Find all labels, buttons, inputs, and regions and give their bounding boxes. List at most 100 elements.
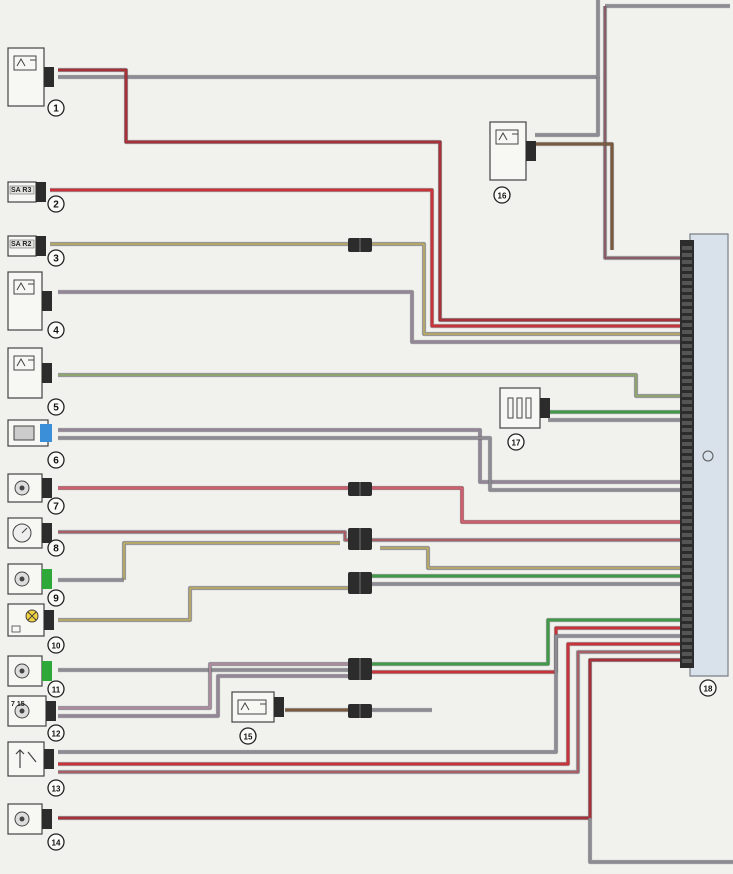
inline-connector-15 xyxy=(348,704,372,718)
relay-icon xyxy=(13,355,35,371)
ecu-pin xyxy=(682,309,692,313)
ecu-pin xyxy=(682,498,692,502)
ecu-pin xyxy=(682,435,692,439)
component-connector xyxy=(36,236,46,256)
component-number: 9 xyxy=(53,594,59,605)
sensor-icon xyxy=(14,663,30,679)
ecu-pin xyxy=(682,470,692,474)
component-6: 6 xyxy=(7,419,65,469)
ecu-pin xyxy=(682,659,692,663)
inline-connector-3 xyxy=(348,238,372,252)
component-connector xyxy=(42,661,52,681)
ecu-pin xyxy=(682,540,692,544)
ecu-pin xyxy=(682,260,692,264)
ecu-pin xyxy=(682,631,692,635)
component-number-callout: 13 xyxy=(47,779,65,797)
component-connector xyxy=(42,478,52,498)
ecu-pin xyxy=(682,337,692,341)
wire-15 xyxy=(58,485,690,525)
component-7: 7 xyxy=(7,473,65,515)
component-8: 8 xyxy=(7,517,65,557)
component-number: 5 xyxy=(53,403,59,414)
sensor-icon xyxy=(14,571,30,587)
ecu-pin xyxy=(682,295,692,299)
component-number-callout: 5 xyxy=(47,398,65,416)
ecu-pin xyxy=(682,323,692,327)
wire-34 xyxy=(587,818,733,865)
component-number: 4 xyxy=(53,326,59,337)
ecu-pin xyxy=(682,554,692,558)
ecu-pin xyxy=(682,491,692,495)
ecu-pin xyxy=(682,505,692,509)
component-label: SA R2 xyxy=(11,241,31,248)
component-13: 13 xyxy=(7,741,65,797)
component-number: 13 xyxy=(52,785,61,794)
sensor-icon xyxy=(14,480,30,496)
component-1: 1 xyxy=(7,47,65,117)
component-label: SA R3 xyxy=(11,187,31,194)
ecu-pin xyxy=(682,386,692,390)
component-number: 1 xyxy=(53,104,59,115)
wire-13 xyxy=(58,427,690,485)
switch-icon xyxy=(9,185,35,195)
component-connector xyxy=(44,67,54,87)
component-number: 16 xyxy=(498,192,507,201)
component-connector xyxy=(36,182,46,202)
switch-icon xyxy=(9,239,35,249)
wire-10 xyxy=(58,372,690,399)
ecu-pin xyxy=(682,638,692,642)
component-15: 15 xyxy=(231,691,284,745)
component-number-callout: 11 xyxy=(47,680,65,698)
component-14: 14 xyxy=(7,803,65,851)
component-number: 12 xyxy=(52,730,61,739)
component-connector xyxy=(42,523,52,543)
wire-17 xyxy=(121,540,340,580)
ecu-pin xyxy=(682,351,692,355)
ecu-pin xyxy=(682,652,692,656)
ground-icon xyxy=(702,450,714,462)
wire-14 xyxy=(58,435,690,493)
ecu-pin xyxy=(682,449,692,453)
component-16: 16 xyxy=(489,121,536,204)
component-11: 11 xyxy=(7,655,65,698)
sensor-icon xyxy=(14,811,30,827)
component-number-callout: 15 xyxy=(239,727,257,745)
wire-9 xyxy=(58,289,690,345)
ecu-pin xyxy=(682,512,692,516)
component-number: 11 xyxy=(52,686,61,695)
ecu-pin xyxy=(682,477,692,481)
ecu-pin xyxy=(682,330,692,334)
component-number-callout: 1 xyxy=(47,99,65,117)
component-connector xyxy=(44,749,54,769)
component-number: 10 xyxy=(52,642,61,651)
component-3: SA R23 xyxy=(7,235,65,267)
component-number: 8 xyxy=(53,544,59,555)
component-number-callout: 6 xyxy=(47,451,65,469)
ecu-pin xyxy=(682,526,692,530)
component-number-callout: 8 xyxy=(47,539,65,557)
ecu-pin xyxy=(682,645,692,649)
ecu-pin xyxy=(682,547,692,551)
wire-27 xyxy=(58,673,348,719)
component-number-callout: 18 xyxy=(699,679,717,697)
component-number: 18 xyxy=(704,685,713,694)
ecu-pin xyxy=(682,253,692,257)
component-18: 18 xyxy=(699,679,717,697)
component-number: 14 xyxy=(52,839,61,848)
relay-icon xyxy=(237,699,267,715)
component-number: 15 xyxy=(244,733,253,742)
wire-7 xyxy=(50,187,690,329)
wire-16 xyxy=(58,529,690,543)
relay-icon xyxy=(13,279,35,295)
control-unit-18 xyxy=(680,233,729,677)
ecu-pin xyxy=(682,596,692,600)
component-connector xyxy=(42,569,52,589)
component-connector xyxy=(44,610,54,630)
component-number-callout: 16 xyxy=(493,186,511,204)
wire-5 xyxy=(535,141,615,250)
component-number: 7 xyxy=(53,502,59,513)
ecu-pin xyxy=(682,456,692,460)
relay-icon xyxy=(495,129,519,145)
ecu-pin xyxy=(682,610,692,614)
